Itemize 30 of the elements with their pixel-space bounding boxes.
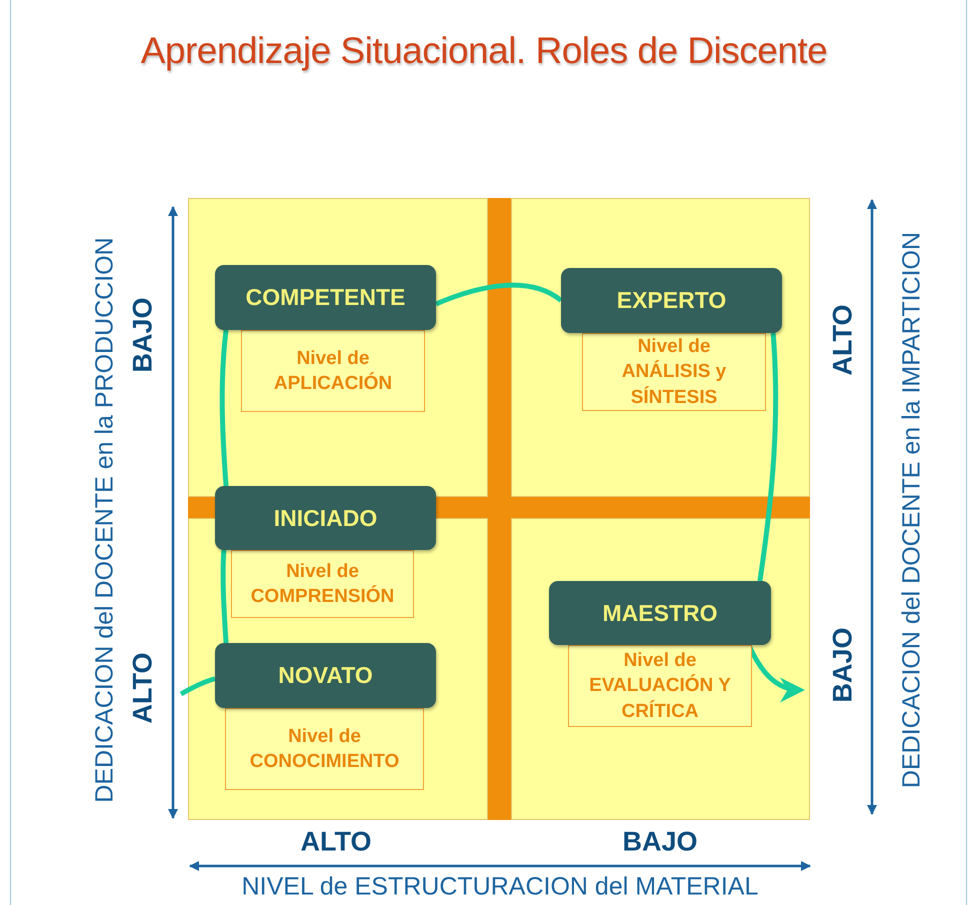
role-name: MAESTRO xyxy=(602,600,718,626)
role-box xyxy=(215,486,436,550)
level-text: Nivel de CONOCIMIENTO xyxy=(248,724,400,774)
role-name: INICIADO xyxy=(274,504,378,532)
level-text: Nivel de EVALUACIÓN Y CRÍTICA xyxy=(588,649,732,724)
axis-label: DEDICACION del DOCENTE en la IMPARTICION xyxy=(898,232,926,788)
title: Aprendizaje Situacional. Roles de Discente xyxy=(140,30,828,72)
level-box xyxy=(241,330,425,412)
role-name: COMPETENTE xyxy=(246,284,406,311)
scale-label: ALTO xyxy=(300,826,372,858)
level-text: Nivel de APLICACIÓN xyxy=(272,346,394,396)
role-name: NOVATO xyxy=(278,662,373,689)
role-box xyxy=(215,265,436,330)
scale-label: BAJO xyxy=(622,826,698,858)
scale-label: ALTO xyxy=(128,652,158,724)
level-box xyxy=(225,708,424,790)
level-text: Nivel de ANÁLISIS y SÍNTESIS xyxy=(620,335,728,410)
role-box xyxy=(215,643,436,708)
level-text: Nivel de COMPRENSIÓN xyxy=(250,560,396,609)
axis-label: NIVEL de ESTRUCTURACION del MATERIAL xyxy=(242,872,758,902)
level-box xyxy=(568,645,752,727)
level-box xyxy=(582,333,766,411)
scale-label: ALTO xyxy=(828,304,858,376)
scale-label: BAJO xyxy=(128,298,158,372)
scale-label: BAJO xyxy=(828,628,858,702)
role-box xyxy=(549,581,771,645)
axis-label: DEDICACION del DOCENTE en la PRODUCCION xyxy=(90,237,120,803)
level-box xyxy=(231,550,414,618)
role-box xyxy=(561,268,782,333)
role-name: EXPERTO xyxy=(616,287,726,314)
